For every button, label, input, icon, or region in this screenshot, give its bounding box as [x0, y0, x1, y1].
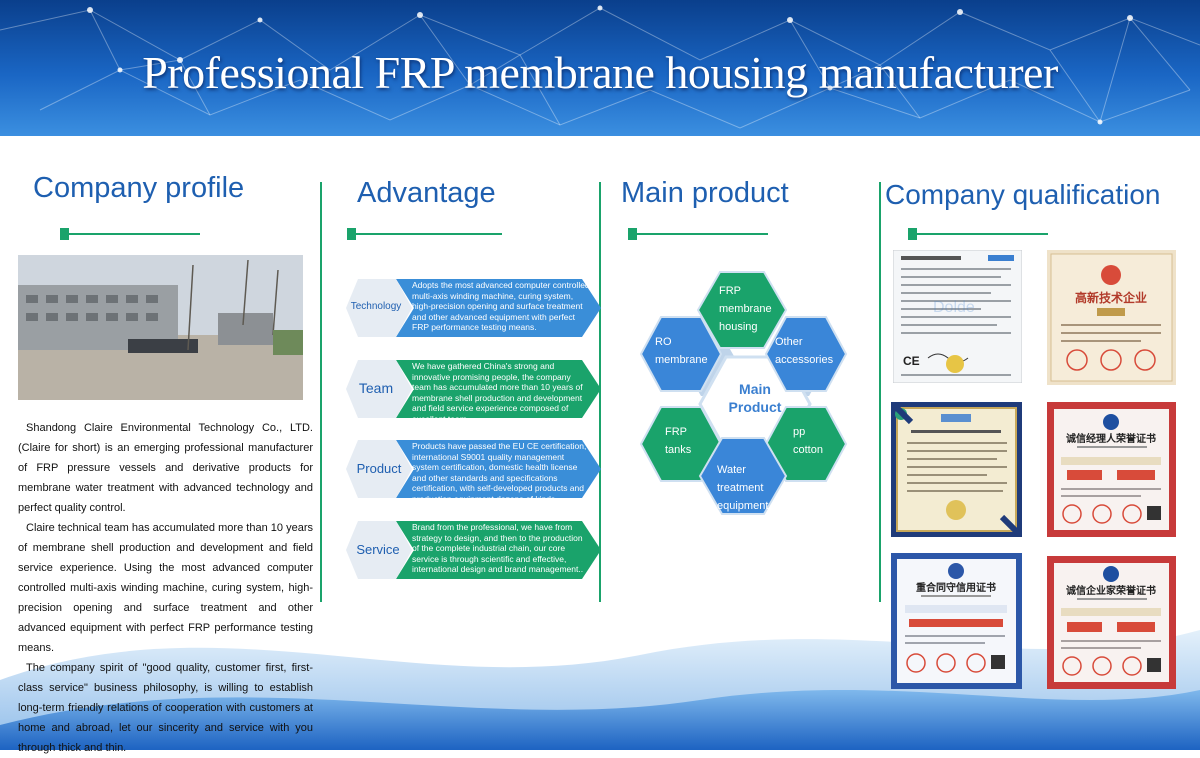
company-qualification-underline [908, 228, 1048, 240]
hex-ro-membrane: RO membrane [655, 333, 708, 369]
svg-text:诚信企业家荣誉证书: 诚信企业家荣誉证书 [1066, 584, 1156, 597]
profile-paragraph: Shandong Claire Environmental Technology… [18, 422, 313, 514]
hex-label-line: tanks [665, 444, 692, 456]
column-divider [599, 182, 601, 602]
column-divider [879, 182, 881, 602]
hex-water-treatment-equipment: Water treatment equipment [717, 461, 768, 515]
company-profile-text: Shandong Claire Environmental Technology… [18, 418, 313, 758]
advantage-row-product: Product Products have passed the EU CE c… [346, 438, 602, 504]
hex-label-line: equipment [717, 500, 769, 512]
svg-text:重合同守信用证书: 重合同守信用证书 [916, 581, 996, 594]
company-profile-underline [60, 228, 200, 240]
hex-other-accessories: Other accessories [775, 333, 833, 369]
hex-label-line: FRP [665, 426, 687, 438]
center-label-line: Main [739, 381, 771, 397]
center-label-line: Product [728, 399, 782, 415]
certificate-integrity-entrepreneur: 诚信企业家荣誉证书 [1047, 556, 1176, 689]
main-product-heading: Main product [621, 177, 789, 209]
advantage-text: Products have passed the EU CE certifica… [412, 441, 587, 504]
advantage-arrow-shape [346, 360, 601, 418]
svg-text:诚信经理人荣誉证书: 诚信经理人荣誉证书 [1066, 432, 1156, 445]
advantage-row-technology: Technology Adopts the most advanced comp… [346, 277, 602, 339]
advantage-row-service: Service Brand from the professional, we … [346, 519, 602, 581]
certificate-ce: Dolde CE [893, 250, 1022, 383]
advantage-label: Service [356, 542, 400, 557]
advantage-row-team: Team We have gathered China's strong and… [346, 358, 602, 424]
network-pattern [0, 5, 1200, 129]
column-divider [320, 182, 322, 602]
main-product-underline [628, 228, 768, 240]
hex-label-line: FRP [719, 285, 741, 297]
company-qualification-heading: Company qualification [885, 179, 1161, 210]
advantage-label: Product [356, 461, 402, 476]
profile-paragraph: Claire technical team has accumulated mo… [18, 522, 313, 654]
advantage-text: Brand from the professional, we have fro… [412, 522, 584, 575]
hex-label-line: Water [717, 464, 746, 476]
svg-text:高新技术企业: 高新技术企业 [1075, 290, 1147, 305]
svg-text:Dolde: Dolde [933, 299, 975, 316]
certificate-health-safety [891, 402, 1022, 537]
hexagon-cluster [640, 271, 848, 515]
svg-text:CE: CE [903, 354, 920, 368]
hex-label-line: treatment [717, 482, 764, 494]
hex-label-line: membrane [719, 303, 772, 315]
hex-frp-tanks: FRP tanks [665, 423, 691, 459]
hex-pp-cotton: pp cotton [793, 423, 823, 459]
advantage-arrow-shape [346, 279, 601, 337]
advantage-text: Adopts the most advanced computer contro… [412, 280, 590, 333]
advantage-label: Technology [350, 301, 402, 312]
header-banner: Professional FRP membrane housing manufa… [0, 0, 1200, 136]
page-title: Professional FRP membrane housing manufa… [142, 47, 1058, 98]
hex-label-line: cotton [793, 444, 823, 456]
factory-photo [18, 255, 303, 400]
certificate-integrity-manager: 诚信经理人荣誉证书 [1047, 402, 1176, 537]
advantage-text: We have gathered China's strong and inno… [412, 361, 583, 424]
advantage-heading: Advantage [357, 177, 496, 209]
hex-label-line: membrane [655, 354, 708, 366]
profile-paragraph: The company spirit of "good quality, cus… [18, 662, 313, 754]
hex-label-line: Other [775, 336, 803, 348]
hex-label-line: pp [793, 426, 806, 438]
hex-frp-membrane-housing: FRP membrane housing [719, 282, 772, 336]
advantage-arrow-shape [346, 440, 601, 498]
company-profile-heading: Company profile [33, 172, 245, 204]
hex-label-line: accessories [775, 354, 834, 366]
advantage-arrow-shape [346, 521, 601, 579]
certificate-contract-credit: 重合同守信用证书 [891, 553, 1022, 689]
advantage-underline [347, 228, 502, 240]
hex-label-line: RO [655, 336, 672, 348]
advantage-label: Team [358, 380, 394, 396]
certificate-high-tech-enterprise: 高新技术企业 [1047, 250, 1176, 385]
main-product-center-label: Main Product [710, 380, 800, 416]
hex-label-line: housing [719, 321, 758, 333]
main-product-diagram: Main Product FRP membrane housing RO mem… [640, 262, 870, 524]
